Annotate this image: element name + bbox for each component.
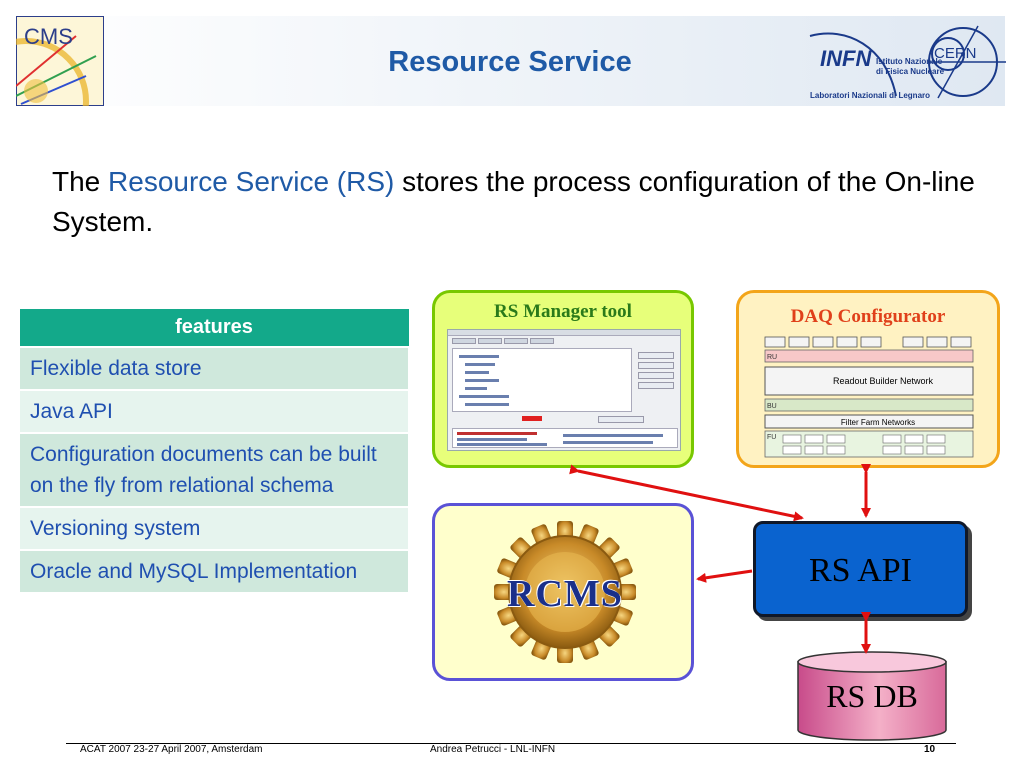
daq-ru-label: RU [767, 354, 777, 361]
rs-manager-panel: RS Manager tool [432, 290, 694, 468]
feature-row: Configuration documents can be built on … [18, 431, 410, 508]
daq-fu-label: FU [767, 434, 776, 441]
rcms-gear-icon [494, 521, 636, 663]
feature-row: Java API [18, 388, 410, 434]
cern-logo: CERN [928, 25, 1006, 99]
rcms-label: RCMS [507, 573, 623, 615]
arrow-rsapi-rcms [696, 569, 753, 583]
footer-author: Andrea Petrucci - LNL-INFN [430, 744, 556, 755]
rs-api-box: RS API [753, 521, 968, 617]
intro-after: stores the process configuration of the … [52, 166, 975, 237]
daq-network-2: Filter Farm Networks [841, 418, 915, 427]
intro-text: The Resource Service (RS) stores the pro… [52, 162, 992, 242]
cern-logo-text: CERN [934, 45, 977, 62]
daq-network-1: Readout Builder Network [833, 376, 934, 386]
infn-subtitle-2: di Fisica Nucleare [876, 67, 945, 76]
feature-row: Versioning system [18, 505, 410, 551]
features-header: features [18, 308, 410, 347]
footer-event: ACAT 2007 23-27 April 2007, Amsterdam [80, 744, 263, 755]
feature-row: Flexible data store [18, 345, 410, 391]
features-table: features Flexible data store Java API Co… [18, 308, 410, 594]
infn-subtitle-1: Istituto Nazionale [876, 57, 943, 66]
rs-manager-screenshot [447, 329, 681, 451]
daq-graphic: RU Readout Builder Network BU Filter Far… [764, 336, 974, 458]
page-number: 10 [924, 744, 936, 755]
header-band [16, 16, 1005, 106]
infn-logo: INFN Istituto Nazionale di Fisica Nuclea… [809, 32, 945, 100]
daq-bu-label: BU [767, 403, 777, 410]
intro-highlight: Resource Service (RS) [108, 166, 395, 197]
feature-row: Oracle and MySQL Implementation [18, 548, 410, 594]
rs-api-label: RS API [809, 552, 912, 589]
infn-subtitle-3: Laboratori Nazionali di Legnaro [810, 91, 930, 100]
infn-logo-text: INFN [820, 46, 872, 71]
rs-db-label: RS DB [826, 678, 918, 714]
daq-configurator-title: DAQ Configurator [790, 306, 946, 327]
intro-before: The [52, 166, 109, 197]
slide-title: Resource Service [388, 46, 632, 78]
footer-rule [66, 743, 956, 744]
rs-db-cylinder-icon [797, 651, 947, 741]
cms-logo-text: CMS [24, 24, 73, 49]
rs-manager-title: RS Manager tool [494, 301, 632, 322]
cms-logo: CMS [16, 16, 104, 106]
